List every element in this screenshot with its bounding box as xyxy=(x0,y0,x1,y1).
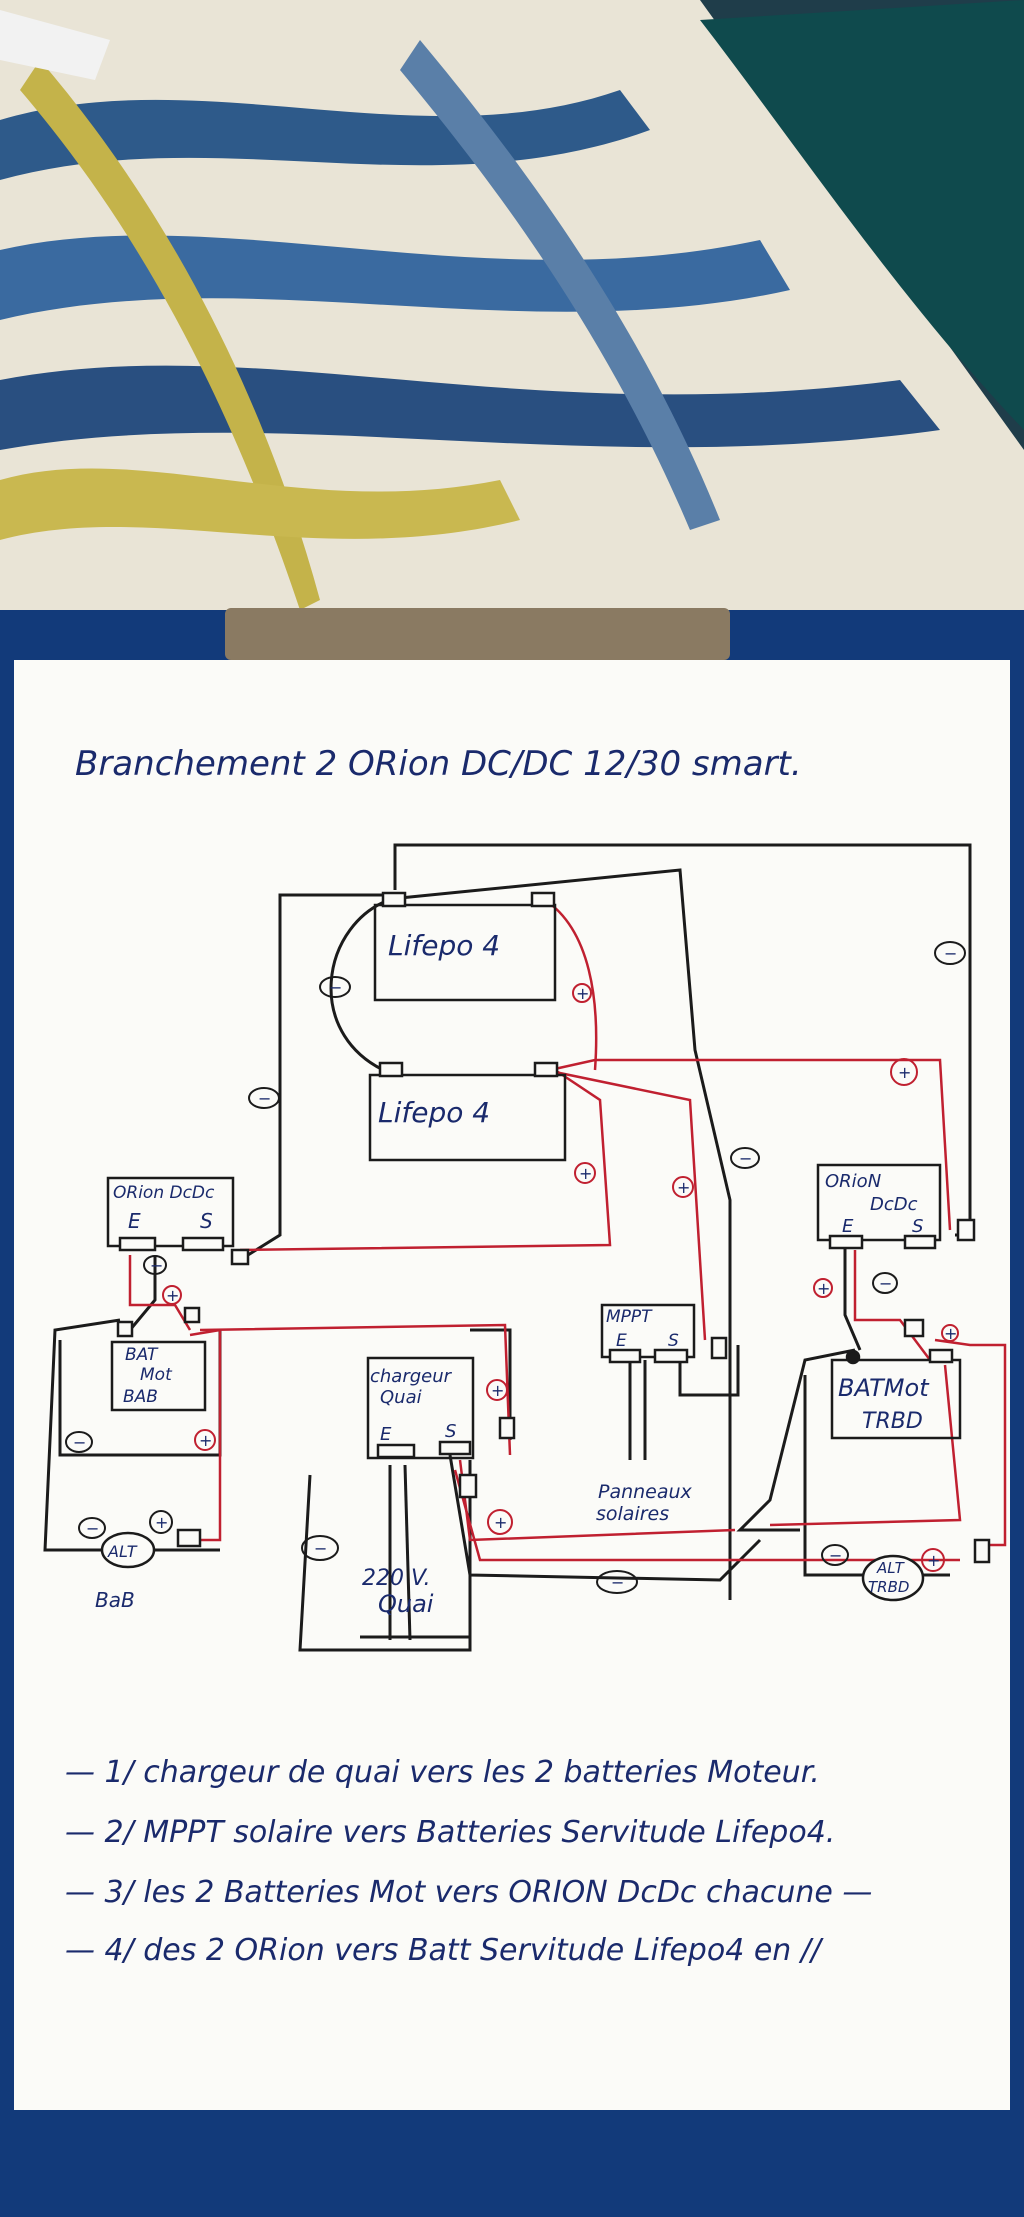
minus-marker: − xyxy=(934,941,966,965)
orion-right-line2: DcDc xyxy=(870,1194,918,1215)
svg-text:−: − xyxy=(314,1539,327,1558)
svg-text:+: + xyxy=(817,1279,830,1298)
minus-marker: − xyxy=(821,1544,849,1566)
plus-marker: + xyxy=(149,1510,173,1534)
minus-marker: − xyxy=(78,1517,106,1539)
bat-mot-trbd-line1: BATMot xyxy=(838,1374,930,1402)
orion-left-s: S xyxy=(200,1209,213,1233)
red-wires xyxy=(128,898,1007,1562)
lifepo-battery-top xyxy=(373,891,557,1002)
svg-text:−: − xyxy=(329,978,342,997)
svg-text:+: + xyxy=(491,1381,504,1400)
svg-text:−: − xyxy=(944,944,957,963)
lifepo-battery-bottom xyxy=(368,1061,567,1162)
fabric-pattern xyxy=(0,0,1024,640)
quai-line1: 220 V. xyxy=(362,1566,431,1591)
svg-text:+: + xyxy=(155,1513,168,1532)
bab-label: BaB xyxy=(95,1588,135,1612)
plus-marker: + xyxy=(890,1058,918,1086)
svg-text:+: + xyxy=(927,1551,940,1570)
minus-marker: − xyxy=(730,1147,760,1169)
bat-mot-bab-line3: BAB xyxy=(123,1387,158,1407)
svg-text:−: − xyxy=(829,1546,842,1565)
mppt-s: S xyxy=(668,1331,679,1351)
minus-marker: − xyxy=(319,976,351,998)
svg-text:+: + xyxy=(199,1431,212,1450)
orion-right-e: E xyxy=(842,1216,854,1237)
lifepo-top-label: Lifepo 4 xyxy=(388,929,500,962)
polarity-markers: − − − − − − − − − − − + + + + + + + + + … xyxy=(65,941,966,1594)
svg-text:−: − xyxy=(73,1433,86,1452)
alt-trbd-line1: ALT xyxy=(876,1559,906,1577)
alt-bab-label: ALT xyxy=(107,1542,138,1561)
svg-text:−: − xyxy=(879,1274,892,1293)
plus-marker: + xyxy=(941,1324,959,1343)
lifepo-bottom-label: Lifepo 4 xyxy=(378,1096,490,1129)
paper-sheet xyxy=(14,660,1010,2110)
svg-text:+: + xyxy=(898,1063,911,1082)
chargeur-e: E xyxy=(380,1424,392,1445)
note-3: — 3/ les 2 Batteries Mot vers ORION DcDc… xyxy=(65,1875,872,1910)
svg-text:+: + xyxy=(494,1513,507,1532)
minus-marker: − xyxy=(248,1087,280,1109)
minus-marker: − xyxy=(872,1272,898,1294)
bat-mot-trbd-line2: TRBD xyxy=(862,1409,923,1434)
svg-text:−: − xyxy=(150,1256,163,1275)
note-1: — 1/ chargeur de quai vers les 2 batteri… xyxy=(65,1755,820,1790)
bat-mot-bab-box xyxy=(110,1306,207,1548)
plus-marker: + xyxy=(194,1429,216,1451)
chargeur-line1: chargeur xyxy=(370,1366,453,1387)
alternator-trbd xyxy=(861,1554,925,1602)
minus-marker: − xyxy=(143,1255,167,1275)
note-4: — 4/ des 2 ORion vers Batt Servitude Lif… xyxy=(65,1933,824,1968)
plus-marker: + xyxy=(574,1162,596,1184)
svg-text:+: + xyxy=(944,1324,957,1343)
minus-marker: − xyxy=(596,1570,638,1594)
note-2: — 2/ MPPT solaire vers Batteries Servitu… xyxy=(65,1815,835,1850)
mppt-label: MPPT xyxy=(606,1307,653,1327)
svg-text:+: + xyxy=(166,1286,179,1305)
chargeur-line2: Quai xyxy=(380,1387,422,1408)
mppt-e: E xyxy=(616,1331,627,1351)
alternator-bab xyxy=(100,1531,156,1569)
svg-text:−: − xyxy=(258,1089,271,1108)
orion-right-box xyxy=(816,1163,976,1250)
plus-marker: + xyxy=(487,1509,513,1535)
alt-trbd-line2: TRBD xyxy=(868,1578,909,1596)
minus-marker: − xyxy=(65,1431,93,1453)
mppt-box xyxy=(600,1303,728,1364)
chargeur-s: S xyxy=(445,1421,456,1442)
notes-list: — 1/ chargeur de quai vers les 2 batteri… xyxy=(65,1755,872,1968)
bat-mot-bab-line2: Mot xyxy=(140,1365,173,1385)
orion-left-label: ORion DcDc xyxy=(113,1183,215,1203)
plus-marker: + xyxy=(486,1379,508,1401)
orion-right-s: S xyxy=(912,1216,923,1237)
panneaux-line2: solaires xyxy=(596,1503,669,1525)
orion-left-e: E xyxy=(128,1209,141,1233)
bat-mot-trbd-box xyxy=(830,1318,991,1564)
minus-marker: − xyxy=(301,1535,339,1561)
orion-right-line1: ORioN xyxy=(825,1171,881,1192)
plus-marker: + xyxy=(921,1548,945,1572)
plus-marker: + xyxy=(672,1176,694,1198)
bat-mot-bab-line1: BAT xyxy=(125,1345,159,1365)
panneaux-line1: Panneaux xyxy=(598,1481,693,1503)
plus-marker: + xyxy=(572,983,592,1003)
plus-marker: + xyxy=(813,1278,833,1298)
svg-text:−: − xyxy=(611,1573,624,1592)
svg-text:+: + xyxy=(576,984,589,1003)
chargeur-quai-box xyxy=(366,1356,516,1499)
clipboard-clip xyxy=(225,608,730,660)
plus-marker: + xyxy=(162,1285,182,1305)
svg-text:−: − xyxy=(86,1519,99,1538)
orion-left-box xyxy=(106,1176,250,1266)
svg-text:−: − xyxy=(739,1149,752,1168)
quai-line2: Quai xyxy=(378,1590,434,1618)
diagram-title: Branchement 2 ORion DC/DC 12/30 smart. xyxy=(75,744,802,784)
svg-text:+: + xyxy=(677,1178,690,1197)
svg-text:+: + xyxy=(579,1164,592,1183)
